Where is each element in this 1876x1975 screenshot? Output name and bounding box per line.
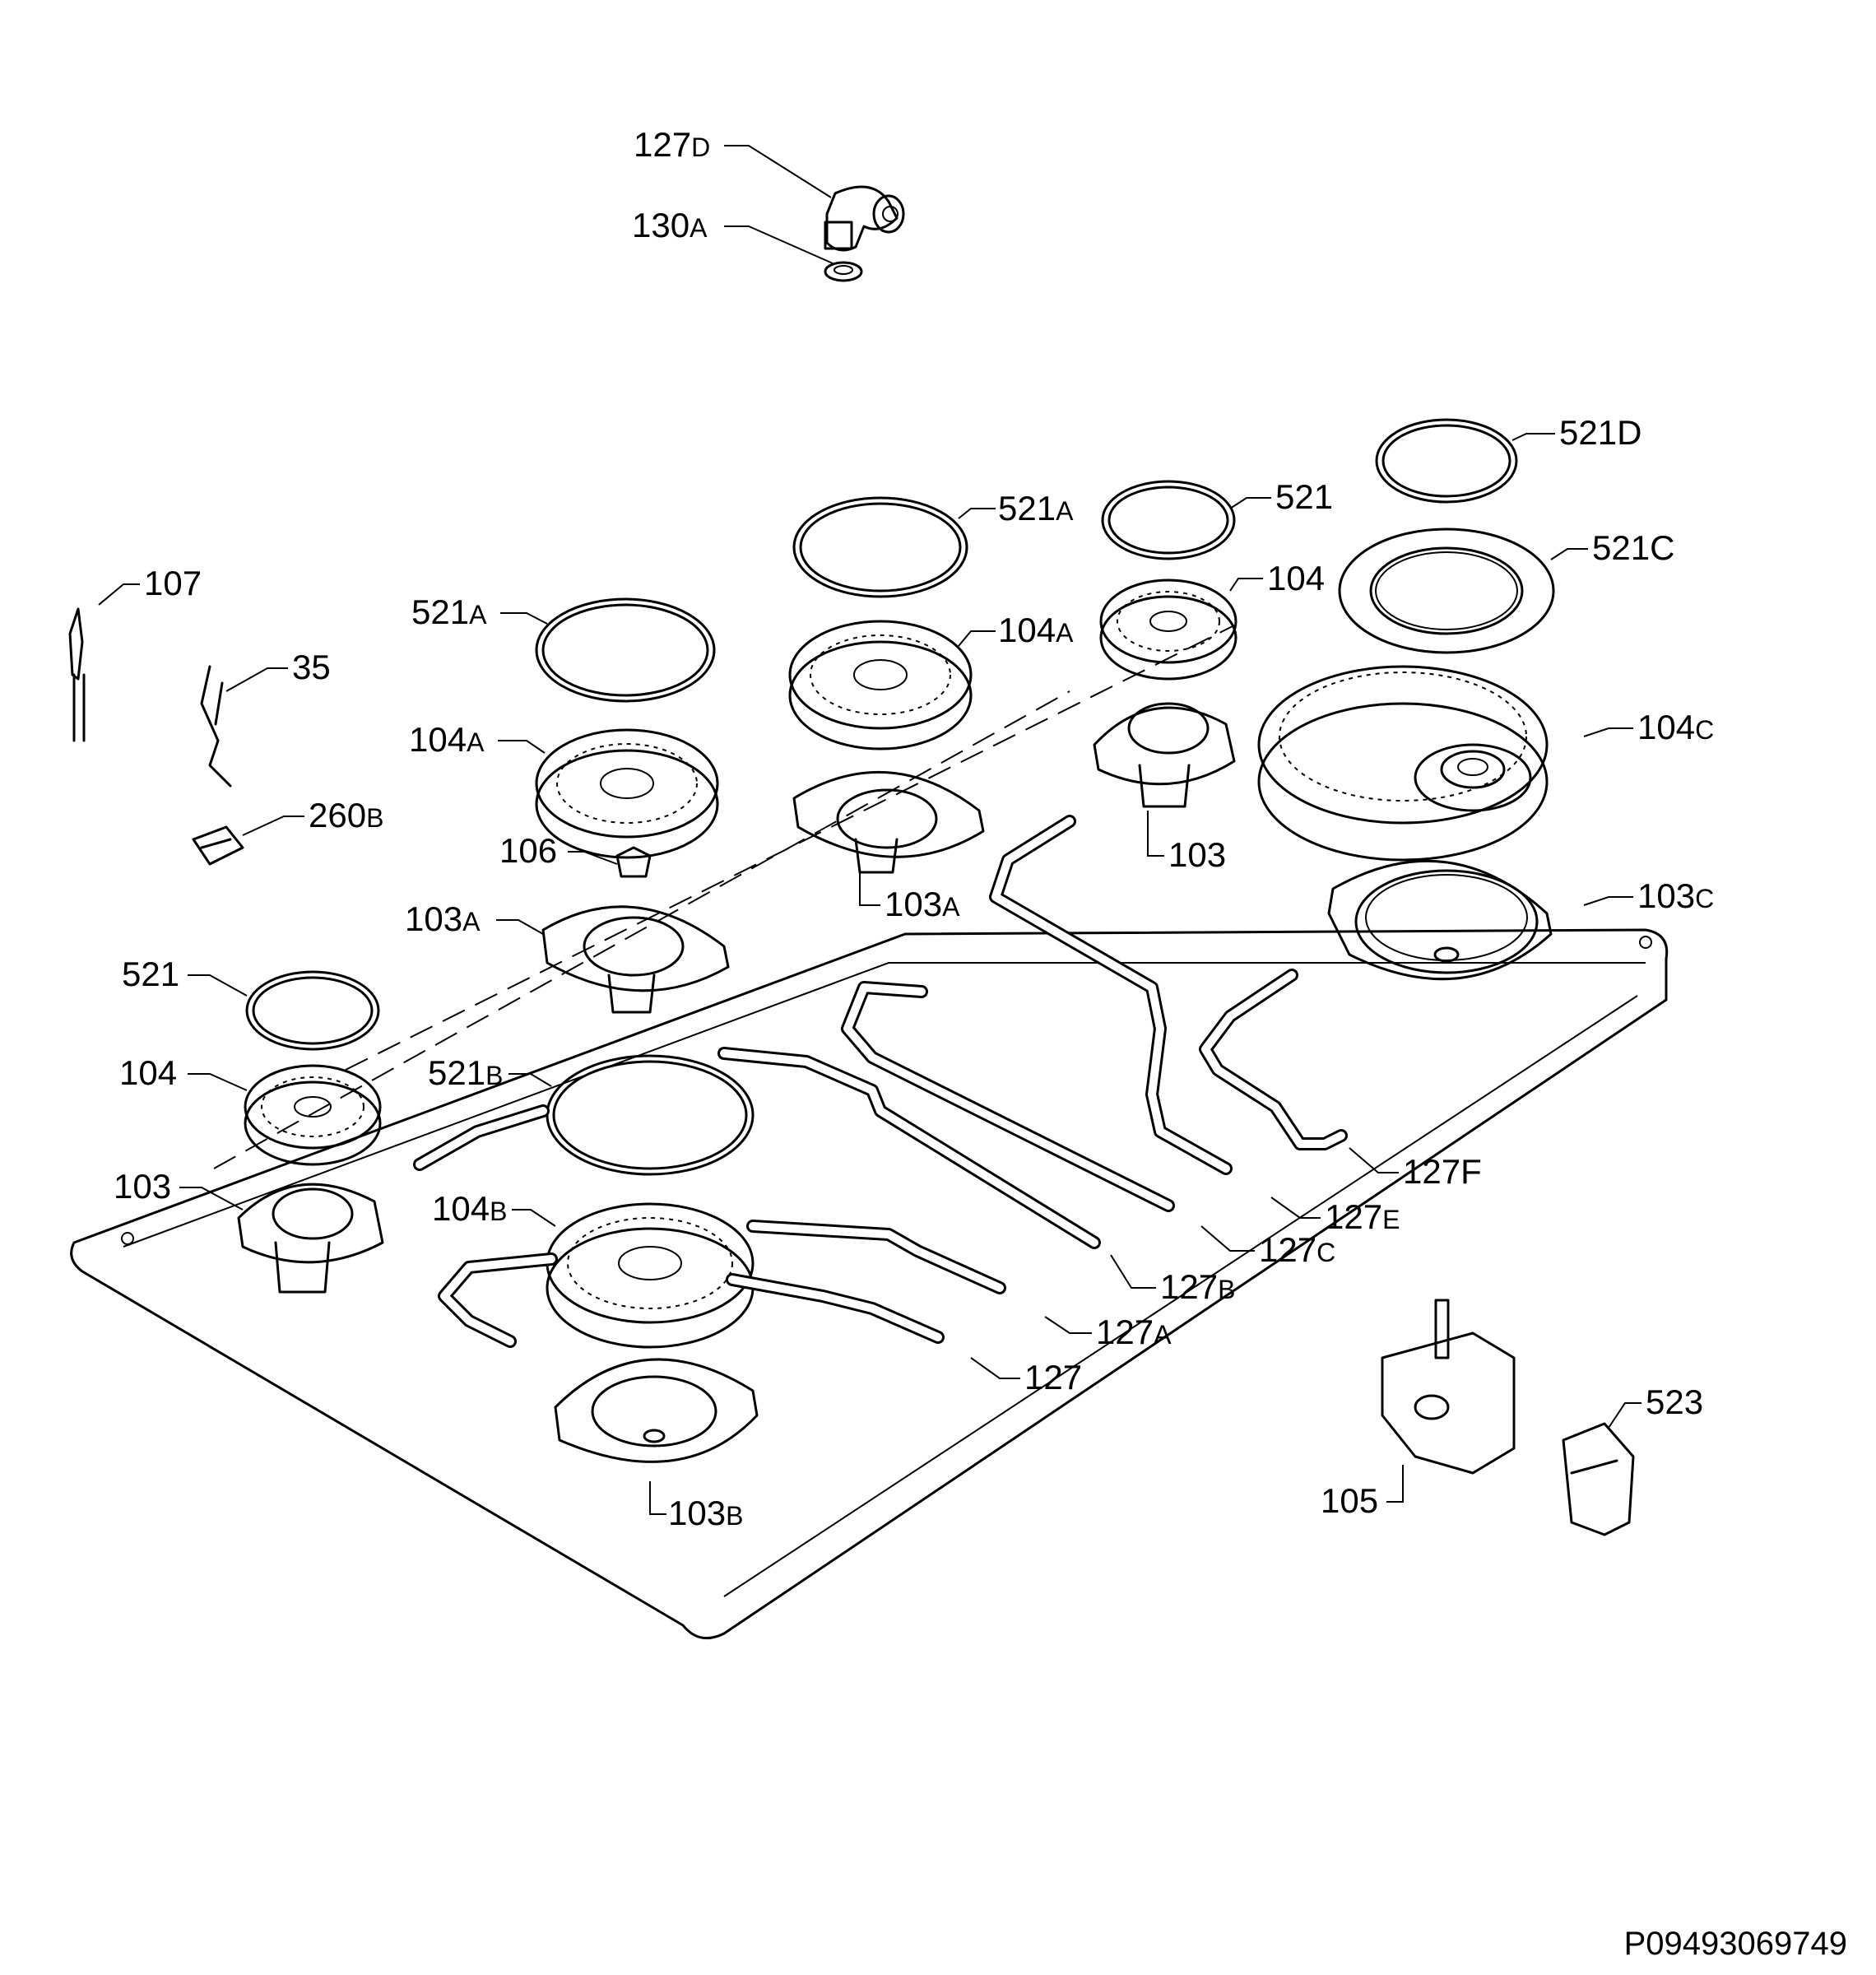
burner-cap-521-top <box>1101 480 1236 560</box>
clip-260b <box>192 825 244 866</box>
burner-cap-521b <box>546 1054 755 1176</box>
washer-130a <box>824 261 863 282</box>
burner-cap-521d <box>1375 418 1518 504</box>
callout-104c: 104C <box>1637 708 1714 746</box>
flame-spreader-104b <box>546 1202 755 1349</box>
elbow-connector-127d <box>824 185 905 252</box>
callout-521c: 521C <box>1592 528 1674 567</box>
callout-521a-top: 521A <box>998 489 1074 527</box>
burner-base-103-left <box>237 1183 384 1294</box>
callout-521a-left: 521A <box>411 592 487 631</box>
callout-521d: 521D <box>1559 413 1642 452</box>
callout-103c: 103C <box>1637 876 1714 915</box>
burner-cap-521c <box>1338 527 1555 654</box>
callout-107: 107 <box>144 564 202 602</box>
leader-lines <box>98 145 1642 1515</box>
callout-521-left: 521 <box>122 955 179 993</box>
callout-35: 35 <box>292 648 331 686</box>
callout-104a-center: 104A <box>998 611 1074 649</box>
callout-127d: 127D <box>634 125 710 164</box>
callout-104-left: 104 <box>119 1053 177 1092</box>
burner-cap-521-left <box>245 970 380 1051</box>
gas-pipes <box>413 815 1348 1348</box>
callout-521-top: 521 <box>1275 477 1333 516</box>
callout-127a: 127A <box>1096 1313 1172 1351</box>
callout-106: 106 <box>499 831 557 870</box>
callout-103b: 103B <box>668 1494 743 1532</box>
callout-105: 105 <box>1321 1481 1378 1520</box>
bracket-523 <box>1562 1422 1635 1536</box>
burner-cap-521a-center <box>792 496 968 598</box>
callout-127b: 127B <box>1160 1267 1235 1306</box>
burner-base-103-right <box>1093 702 1236 808</box>
callout-130a: 130A <box>632 206 708 244</box>
thermocouple-107 <box>68 607 86 742</box>
callout-127e: 127E <box>1325 1197 1400 1236</box>
burner-cap-521a-left <box>535 597 716 703</box>
ignition-electrode-35 <box>200 665 232 788</box>
callout-104-top: 104 <box>1267 559 1325 597</box>
flame-spreader-104a-center <box>788 620 973 750</box>
callout-103a-center: 103A <box>885 885 960 923</box>
burner-base-103a-left <box>541 905 730 1014</box>
flame-spreader-104c <box>1257 665 1549 862</box>
callout-127: 127 <box>1024 1358 1082 1396</box>
callout-labels: 127D 130A 521D 521A 521 521C 104 107 521… <box>114 125 1714 1532</box>
injector-106 <box>615 846 652 878</box>
callout-523: 523 <box>1646 1382 1703 1421</box>
gas-valve-105 <box>1381 1299 1516 1475</box>
diagram-reference-code: P09493069749 <box>1624 1926 1847 1962</box>
callout-127c: 127C <box>1259 1230 1335 1269</box>
callout-104a-left: 104A <box>409 720 485 759</box>
flame-spreader-104-left <box>244 1064 382 1166</box>
flame-spreader-104-top <box>1099 579 1238 681</box>
callout-521b: 521B <box>428 1053 503 1092</box>
callout-103-left: 103 <box>114 1167 171 1206</box>
callout-103a-left: 103A <box>405 899 481 938</box>
hob-plate <box>70 625 1669 1640</box>
callout-127f: 127F <box>1403 1152 1482 1191</box>
burner-base-103b <box>554 1358 759 1463</box>
flame-spreader-104a-left <box>535 728 719 859</box>
burner-base-103c <box>1327 859 1553 981</box>
callout-104b: 104B <box>432 1189 507 1228</box>
callout-260b: 260B <box>309 796 383 834</box>
burner-base-103a-center <box>792 770 985 874</box>
callout-103-right: 103 <box>1168 835 1226 874</box>
